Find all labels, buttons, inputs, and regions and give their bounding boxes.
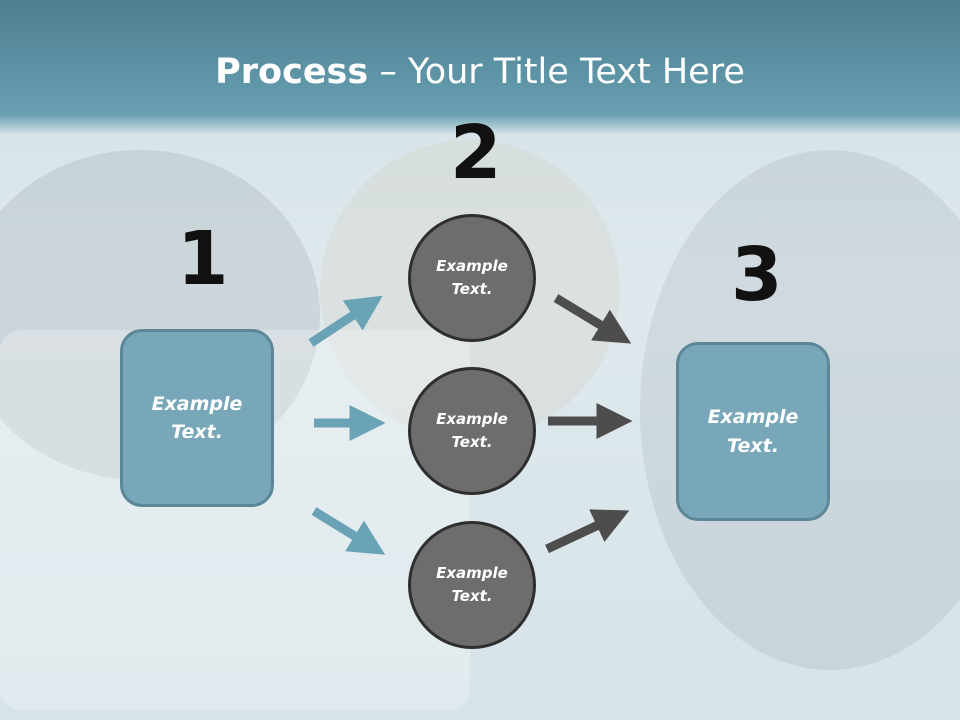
step-number-3: 3 — [731, 232, 783, 318]
step-number-2: 2 — [450, 110, 502, 196]
title-bold: Process — [215, 52, 369, 92]
step-3-box: Example Text. — [676, 342, 830, 521]
step-2-circle-top: Example Text. — [408, 214, 536, 342]
arrow-bottom-to-3 — [545, 509, 630, 554]
step-number-1: 1 — [177, 216, 229, 302]
step-1-text: Example Text. — [151, 392, 243, 444]
step-1-box: Example Text. — [120, 329, 274, 507]
circle-text: Example Text. — [436, 256, 508, 298]
arrow-1-to-bottom — [311, 507, 386, 555]
step-3-text: Example Text. — [707, 406, 799, 457]
arrow-1-to-top — [308, 295, 383, 347]
circle-text: Example Text. — [436, 563, 508, 605]
title-bar — [0, 0, 960, 135]
circle-text: Example Text. — [436, 409, 508, 451]
step-2-circle-middle: Example Text. — [408, 367, 536, 495]
arrow-top-to-3 — [553, 294, 632, 344]
title-rest: – Your Title Text Here — [368, 52, 745, 92]
step-2-circle-bottom: Example Text. — [408, 521, 536, 649]
slide-title: Process – Your Title Text Here — [0, 52, 960, 92]
